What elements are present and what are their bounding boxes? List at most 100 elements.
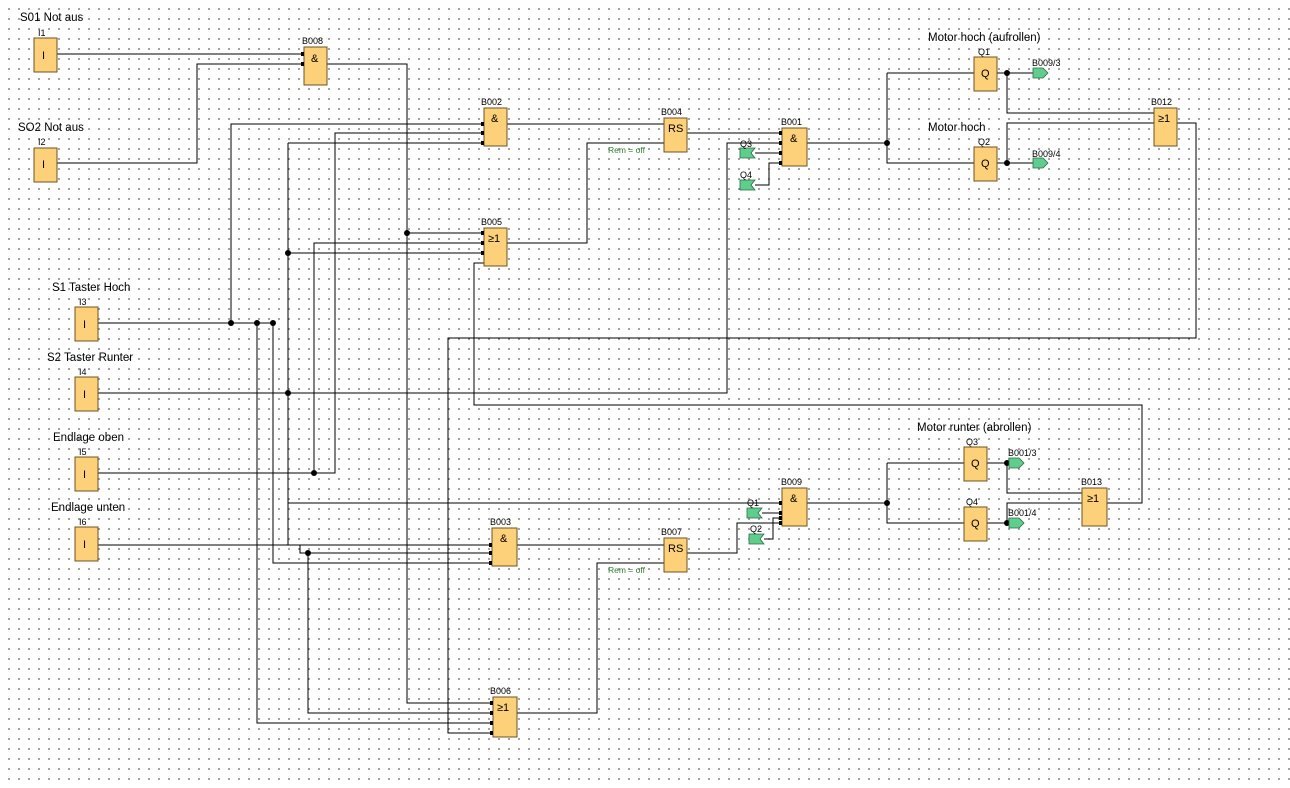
wire	[517, 562, 664, 714]
output-Q4[interactable]: Q4 Q	[963, 497, 988, 542]
input-block[interactable]	[74, 306, 99, 342]
pin	[490, 731, 493, 735]
block-B005[interactable]: B005 ≥1	[481, 217, 508, 267]
junction-dot	[404, 230, 410, 236]
pin	[481, 251, 484, 255]
input-block[interactable]	[33, 147, 58, 183]
block-body[interactable]	[491, 527, 518, 567]
block-B003[interactable]: B003 &	[490, 517, 518, 567]
junction-dot	[285, 390, 291, 396]
pin	[481, 141, 484, 145]
input-I2[interactable]: SO2 Not aus I2 I	[18, 122, 84, 183]
flag-b009-3[interactable]: B009/3	[1032, 58, 1061, 79]
input-label: Endlage oben	[53, 432, 124, 444]
input-symbol: I	[42, 50, 45, 62]
output-Q1[interactable]: Motor hoch (aufrollen) Q1 Q	[928, 32, 1041, 92]
flag-text: B001/4	[1008, 508, 1037, 518]
input-I4[interactable]: S2 Taster Runter I4 I	[47, 352, 133, 412]
input-block[interactable]	[74, 526, 99, 562]
block-body[interactable]	[781, 127, 808, 167]
block-body[interactable]	[663, 537, 688, 573]
wire	[886, 463, 964, 524]
input-label: S1 Taster Hoch	[52, 282, 130, 294]
flag-b001-4[interactable]: B001/4	[1008, 508, 1037, 529]
block-symbol: &	[491, 113, 499, 125]
output-block[interactable]	[963, 446, 988, 482]
input-symbol: I	[42, 159, 45, 171]
block-symbol: &	[500, 533, 508, 545]
block-body[interactable]	[483, 107, 508, 147]
flag-text: Q3	[740, 139, 752, 149]
block-B002[interactable]: B002 &	[481, 97, 508, 147]
block-symbol: ≥1	[497, 702, 509, 714]
output-id: Q1	[978, 47, 990, 57]
block-body[interactable]	[483, 227, 508, 267]
block-B006[interactable]: B006 ≥1	[490, 686, 518, 738]
block-body[interactable]	[492, 696, 518, 738]
input-I6[interactable]: Endlage unten I6 I	[51, 502, 125, 562]
block-id: B012	[1151, 97, 1172, 107]
pin	[779, 161, 782, 165]
connector-flag-icon[interactable]	[1008, 517, 1025, 529]
output-symbol: Q	[971, 458, 980, 470]
input-I1[interactable]: S01 Not aus I1 I	[20, 12, 84, 73]
output-block[interactable]	[973, 146, 998, 182]
wire	[886, 73, 974, 164]
junctions	[228, 70, 1010, 556]
flag-q1-b009[interactable]: Q1	[746, 498, 763, 519]
block-symbol: ≥1	[488, 233, 500, 245]
block-id: B009	[781, 477, 802, 487]
flag-q2-b009[interactable]: Q2	[748, 524, 765, 545]
junction-dot	[1004, 160, 1010, 166]
wire	[327, 63, 493, 704]
block-B001[interactable]: B001 &	[781, 117, 808, 167]
input-I3[interactable]: S1 Taster Hoch I3 I	[52, 282, 130, 342]
block-symbol: ≥1	[1158, 113, 1170, 125]
input-id: I6	[79, 517, 87, 527]
junction-dot	[884, 140, 890, 146]
input-I5[interactable]: Endlage oben I5 I	[53, 432, 124, 492]
block-B013[interactable]: B013 ≥1	[1081, 477, 1108, 527]
connector-flag-icon[interactable]	[1032, 67, 1049, 79]
connector-flag-icon[interactable]	[748, 533, 765, 545]
block-body[interactable]	[1081, 487, 1108, 527]
block-B008[interactable]: B008 &	[302, 36, 328, 86]
output-label: Motor hoch (aufrollen)	[928, 32, 1041, 44]
connector-flag-icon[interactable]	[1032, 157, 1049, 169]
output-Q2[interactable]: Motor hoch Q2 Q	[928, 122, 998, 182]
input-block[interactable]	[33, 37, 58, 73]
output-id: Q3	[966, 437, 978, 447]
block-B007[interactable]: B007 RS Rem = off	[608, 527, 688, 575]
wire	[313, 242, 484, 473]
connector-flag-icon[interactable]	[739, 179, 756, 191]
pin	[490, 711, 493, 715]
input-block[interactable]	[74, 376, 99, 412]
block-B012[interactable]: B012 ≥1	[1151, 97, 1178, 147]
wire	[1006, 463, 1082, 494]
input-block[interactable]	[74, 456, 99, 492]
junction-dot	[311, 470, 317, 476]
input-symbol: I	[83, 469, 86, 481]
flag-q4-b001[interactable]: Q4	[739, 170, 756, 191]
connector-flag-icon[interactable]	[739, 147, 756, 159]
block-body[interactable]	[781, 487, 808, 527]
junction-dot	[270, 320, 276, 326]
block-B004[interactable]: B004 RS Rem = off	[608, 107, 688, 155]
block-symbol: RS	[668, 543, 683, 555]
block-B009[interactable]: B009 &	[781, 477, 808, 527]
wire	[256, 323, 493, 724]
connector-flag-icon[interactable]	[1008, 457, 1025, 469]
block-body[interactable]	[1153, 107, 1178, 147]
output-label: Motor hoch	[928, 122, 986, 134]
flag-b001-3[interactable]: B001/3	[1008, 448, 1037, 469]
output-Q3[interactable]: Motor runter (abrollen) Q3 Q	[917, 422, 1032, 482]
connector-flag-icon[interactable]	[746, 507, 763, 519]
block-body[interactable]	[663, 117, 688, 153]
flag-b009-4[interactable]: B009/4	[1032, 149, 1061, 169]
junction-dot	[305, 550, 311, 556]
output-block[interactable]	[973, 56, 998, 92]
junction-dot	[884, 500, 890, 506]
flag-q3-b001[interactable]: Q3	[739, 139, 756, 159]
output-block[interactable]	[963, 506, 988, 542]
